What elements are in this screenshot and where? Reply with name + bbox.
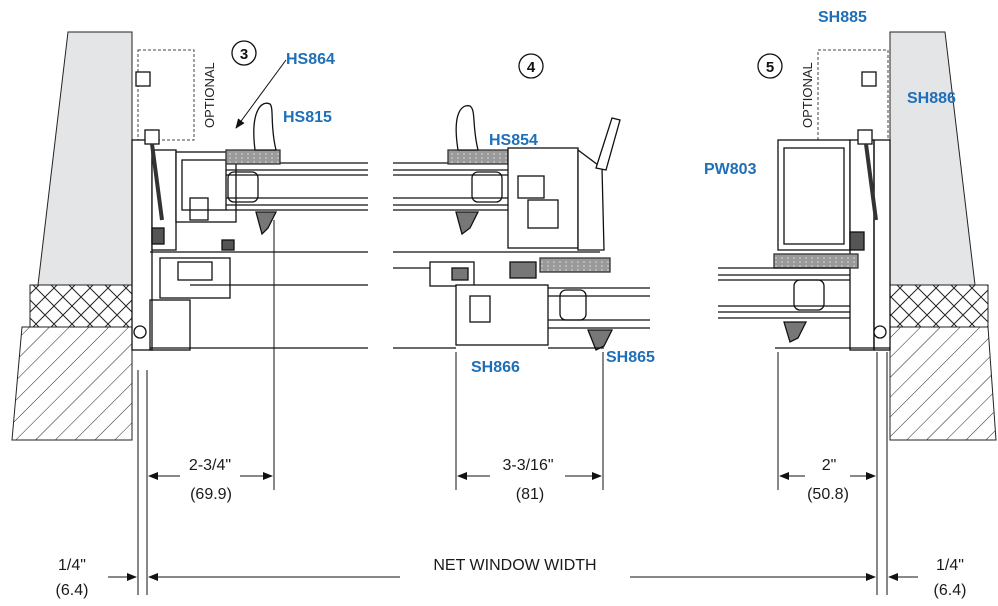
label-sh885: SH885 [818,9,867,26]
dim-right-frame-metric: (50.8) [807,486,849,503]
label-sh866: SH866 [471,359,520,376]
section-marker-3: 3 [231,40,257,66]
dim-left-gap-imperial: 1/4" [58,557,86,574]
label-hs864: HS864 [286,51,335,68]
optional-box-left [137,49,195,141]
dim-right-gap-imperial: 1/4" [936,557,964,574]
optional-box-right [817,49,889,141]
section-marker-4: 4 [518,53,544,79]
dim-net-window-width: NET WINDOW WIDTH [433,557,596,574]
dim-left-frame-metric: (69.9) [190,486,232,503]
section-number-4: 4 [527,59,536,76]
dim-right-gap-metric: (6.4) [934,582,967,599]
left-wall [11,31,133,441]
label-optional-left: OPTIONAL [202,62,217,128]
dim-center-frame-metric: (81) [516,486,544,503]
section-marker-5: 5 [757,53,783,79]
left-frame-detail [131,71,368,351]
dimension-lines [108,220,918,595]
section-number-3: 3 [240,46,248,63]
label-hs854: HS854 [489,132,538,149]
label-optional-right: OPTIONAL [800,62,815,128]
dim-left-frame-imperial: 2-3/4" [189,457,231,474]
label-pw803: PW803 [704,161,757,178]
label-hs815: HS815 [283,109,332,126]
center-frame-detail [393,105,650,351]
label-sh886: SH886 [907,90,956,107]
dim-center-frame-imperial: 3-3/16" [502,457,553,474]
leader-hs864 [235,59,287,129]
section-number-5: 5 [766,59,774,76]
right-frame-detail [718,71,891,351]
dim-left-gap-metric: (6.4) [56,582,89,599]
label-sh865: SH865 [606,349,655,366]
dim-right-frame-imperial: 2" [822,457,837,474]
right-wall [889,31,997,441]
